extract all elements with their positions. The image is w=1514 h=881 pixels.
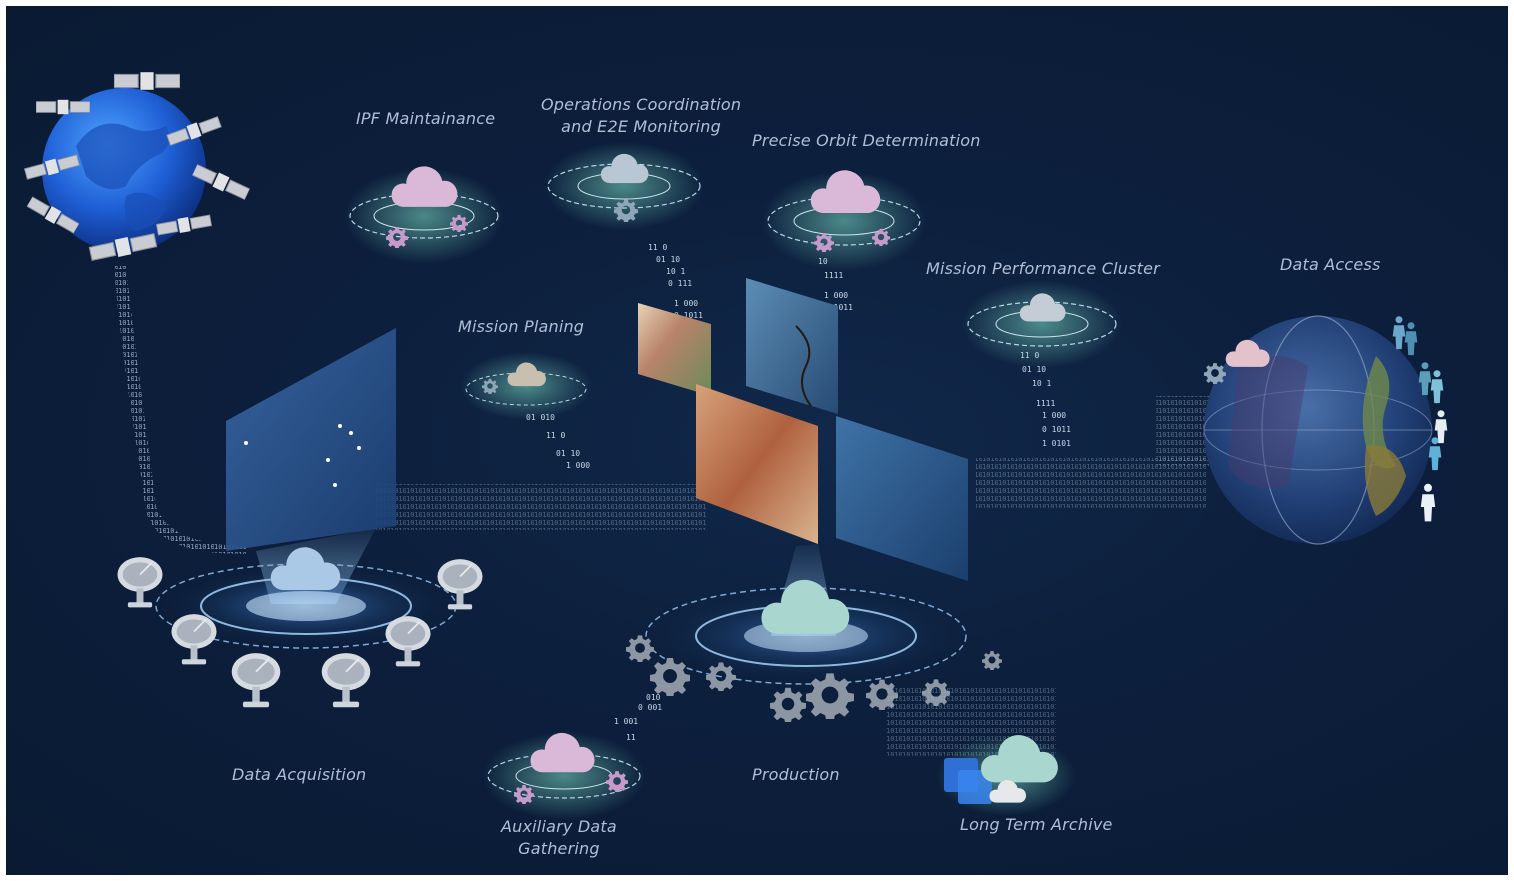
svg-text:10 1: 10 1	[1032, 379, 1051, 388]
svg-text:1111: 1111	[824, 271, 843, 280]
svg-text:1 000: 1 000	[1042, 411, 1066, 420]
svg-text:11 0: 11 0	[1020, 351, 1039, 360]
pod-node	[762, 170, 926, 271]
label-ipf-maintainance: IPF Maintainance	[356, 109, 496, 128]
data-access-node	[1203, 315, 1433, 545]
world-map-screen	[226, 328, 396, 551]
svg-text:11 0: 11 0	[648, 243, 667, 252]
aux-node	[482, 732, 646, 820]
svg-text:1 0101: 1 0101	[1042, 439, 1071, 448]
svg-text:01 10: 01 10	[1022, 365, 1046, 374]
label-aux-line2: Gathering	[518, 839, 600, 858]
label-production: Production	[752, 765, 840, 784]
label-operations-coordination: Operations Coordination and E2E Monitori…	[541, 94, 741, 138]
svg-text:1 000: 1 000	[824, 291, 848, 300]
svg-text:1 000: 1 000	[674, 299, 698, 308]
label-ops-line2: and E2E Monitoring	[561, 117, 721, 136]
production-node	[626, 544, 1002, 722]
svg-text:1 001: 1 001	[614, 717, 638, 726]
gear-icon	[1204, 363, 1226, 384]
label-aux-line1: Auxiliary Data	[501, 817, 617, 836]
earth-globe-icon	[42, 88, 206, 252]
data-acquisition-node	[116, 328, 484, 709]
production-imagery	[638, 278, 968, 581]
mpc-node	[962, 280, 1122, 368]
label-mission-performance-cluster: Mission Performance Cluster	[926, 259, 1160, 278]
label-data-acquisition: Data Acquisition	[232, 765, 367, 784]
svg-text:0 1011: 0 1011	[674, 311, 703, 320]
label-mission-planing: Mission Planing	[458, 317, 585, 336]
binary-stream-acquisition	[114, 266, 246, 554]
svg-text:0 1011: 0 1011	[824, 303, 853, 312]
binary-drips: 11 0 01 10 10 1 0 111 1 000 0 1011 10 11…	[526, 243, 1071, 470]
label-precise-orbit-determination: Precise Orbit Determination	[752, 131, 981, 150]
svg-text:0 111: 0 111	[668, 279, 692, 288]
svg-text:10 1: 10 1	[666, 267, 685, 276]
svg-text:01 010: 01 010	[526, 413, 555, 422]
svg-text:11 0: 11 0	[546, 431, 565, 440]
lta-node	[936, 735, 1076, 816]
label-auxiliary-data-gathering: Auxiliary Data Gathering	[501, 816, 617, 860]
svg-text:10: 10	[818, 257, 828, 266]
svg-text:1 000: 1 000	[566, 461, 590, 470]
label-long-term-archive: Long Term Archive	[960, 815, 1113, 834]
label-ops-line1: Operations Coordination	[541, 95, 742, 114]
svg-text:11: 11	[626, 733, 636, 742]
svg-text:01 10: 01 10	[656, 255, 680, 264]
svg-text:010: 010	[646, 693, 661, 702]
svg-text:01 10: 01 10	[556, 449, 580, 458]
cloud-icon	[761, 579, 850, 634]
svg-text:0 001: 0 001	[638, 703, 662, 712]
ipf-node	[344, 166, 504, 264]
server-cube-icon	[944, 758, 992, 804]
svg-text:0 1011: 0 1011	[1042, 425, 1071, 434]
ops-node	[544, 142, 704, 230]
mission-planing-node	[460, 352, 592, 420]
svg-text:1111: 1111	[1036, 399, 1055, 408]
label-data-access: Data Access	[1280, 255, 1381, 274]
